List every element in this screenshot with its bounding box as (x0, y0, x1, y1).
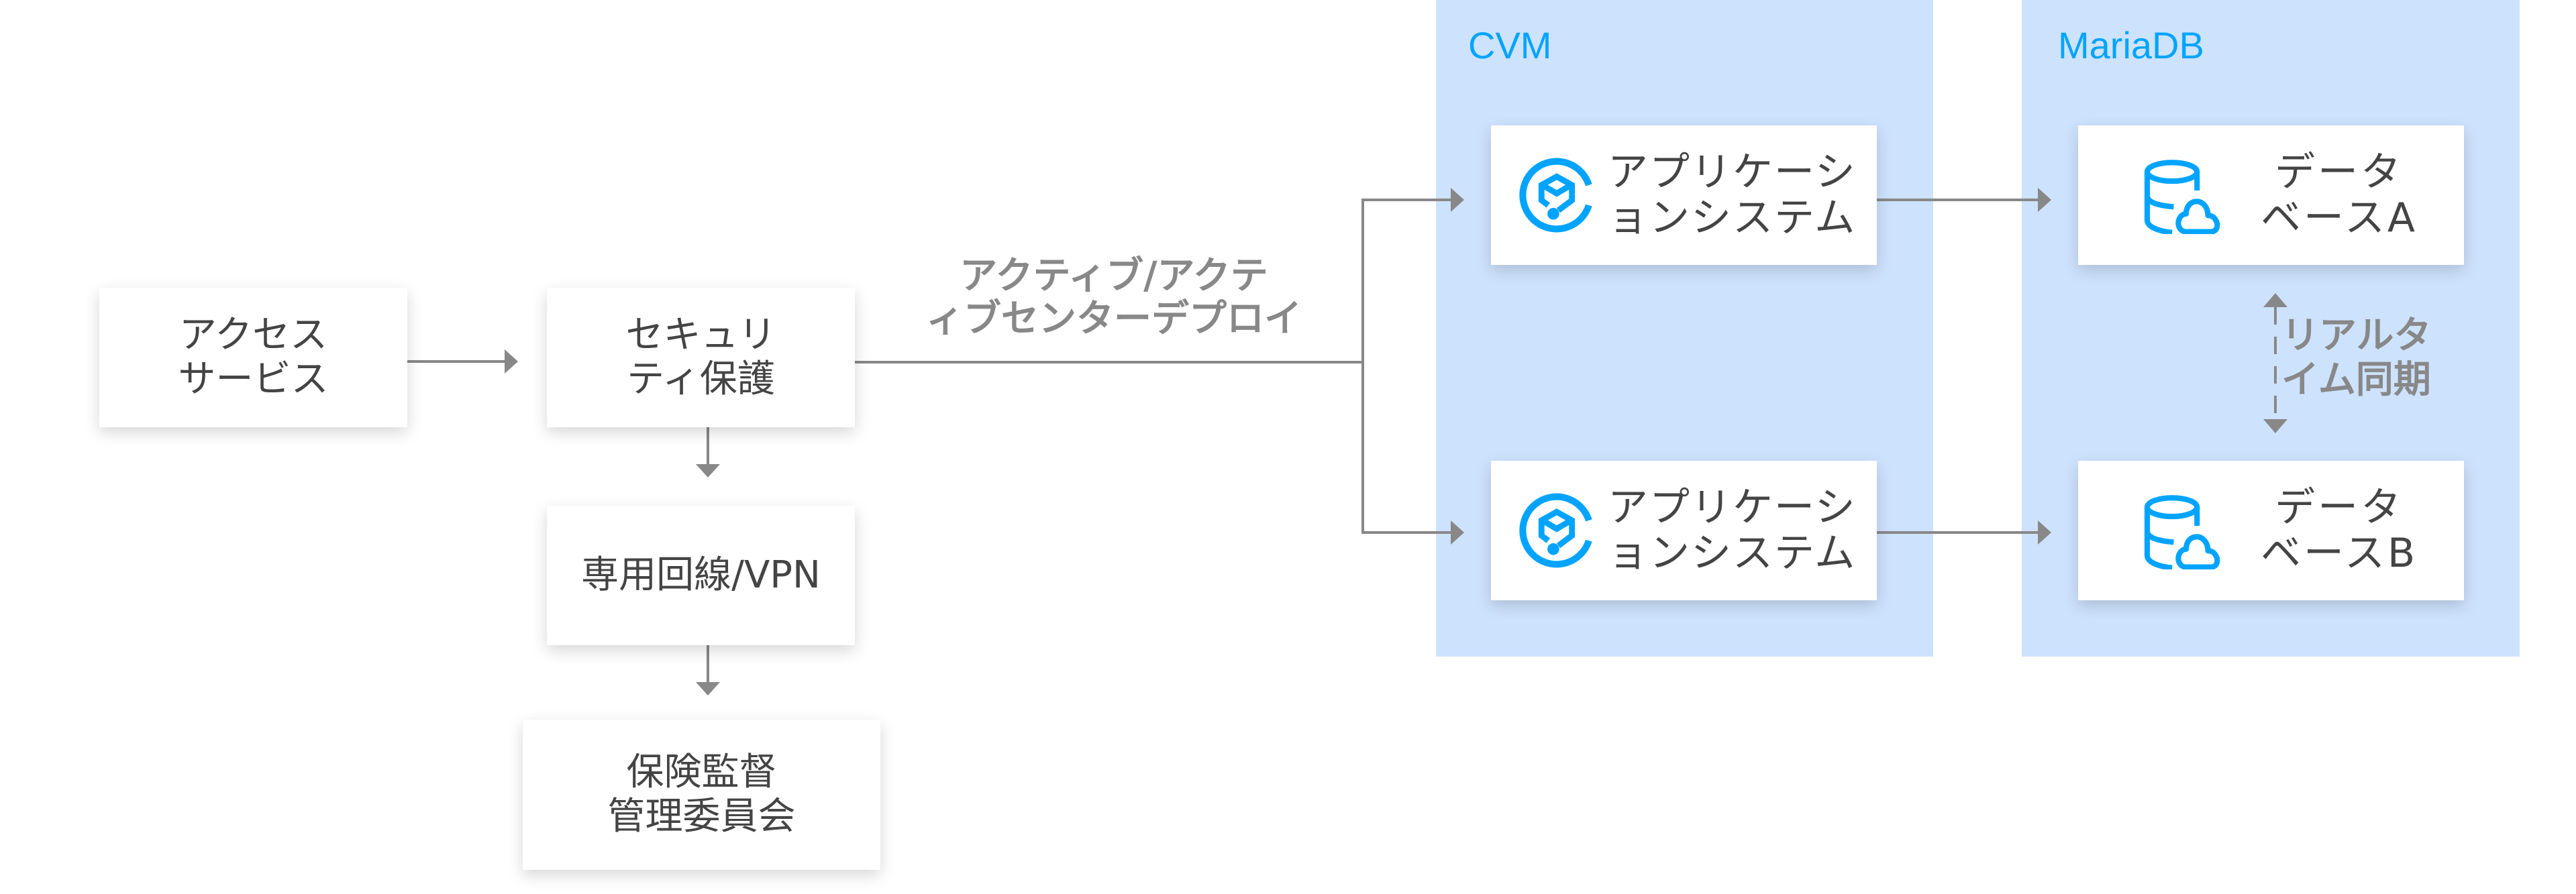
edge-fork-upper (1361, 199, 1451, 362)
dedicated-line-label: 専用回線/VPN (581, 553, 821, 597)
app-cube-icon (1519, 158, 1592, 233)
arrowhead (2263, 293, 2287, 307)
cvm-group-title: CVM (1468, 24, 1552, 66)
access-service-node[interactable]: アクセス サービス (99, 288, 407, 427)
app-system-label: アプリケーシ ョンシステム (1608, 484, 1857, 577)
arrowhead (2038, 188, 2051, 212)
app-system-label: アプリケーシ ョンシステム (1608, 149, 1857, 241)
arrowhead (1451, 520, 1464, 545)
dedicated-line-node[interactable]: 専用回線/VPN (547, 506, 855, 645)
regulator-label: 保険監督 管理委員会 (607, 750, 796, 838)
arrowhead (696, 464, 720, 478)
app-cube-icon (1519, 493, 1592, 568)
deploy-edge-label: アクティブ/アクテ ィブセンターデプロイ (926, 254, 1302, 341)
arrowhead (2038, 520, 2051, 545)
app-system-node-b[interactable]: アプリケーシ ョンシステム (1491, 461, 1877, 600)
cloud-database-icon (2144, 160, 2220, 234)
regulator-node[interactable]: 保険監督 管理委員会 (523, 720, 880, 870)
database-a-label: データ ベースA (2261, 149, 2418, 241)
arrowhead (2263, 419, 2287, 433)
database-a-node[interactable]: データ ベースA (2078, 125, 2464, 265)
security-node[interactable]: セキュリ ティ保護 (547, 288, 855, 427)
database-b-node[interactable]: データ ベースB (2078, 461, 2464, 600)
arrowhead (696, 682, 720, 695)
arrowhead (1451, 188, 1464, 212)
security-label: セキュリ ティ保護 (625, 313, 776, 401)
mariadb-group-title: MariaDB (2058, 24, 2204, 66)
arrowhead (505, 349, 518, 374)
sync-edge-label: リアルタ イム同期 (2281, 314, 2432, 402)
app-system-node-a[interactable]: アプリケーシ ョンシステム (1491, 125, 1877, 265)
cloud-database-icon (2144, 495, 2220, 569)
edge-fork-lower (1361, 362, 1451, 534)
access-service-label: アクセス サービス (178, 313, 329, 401)
database-b-label: データ ベースB (2261, 484, 2418, 577)
